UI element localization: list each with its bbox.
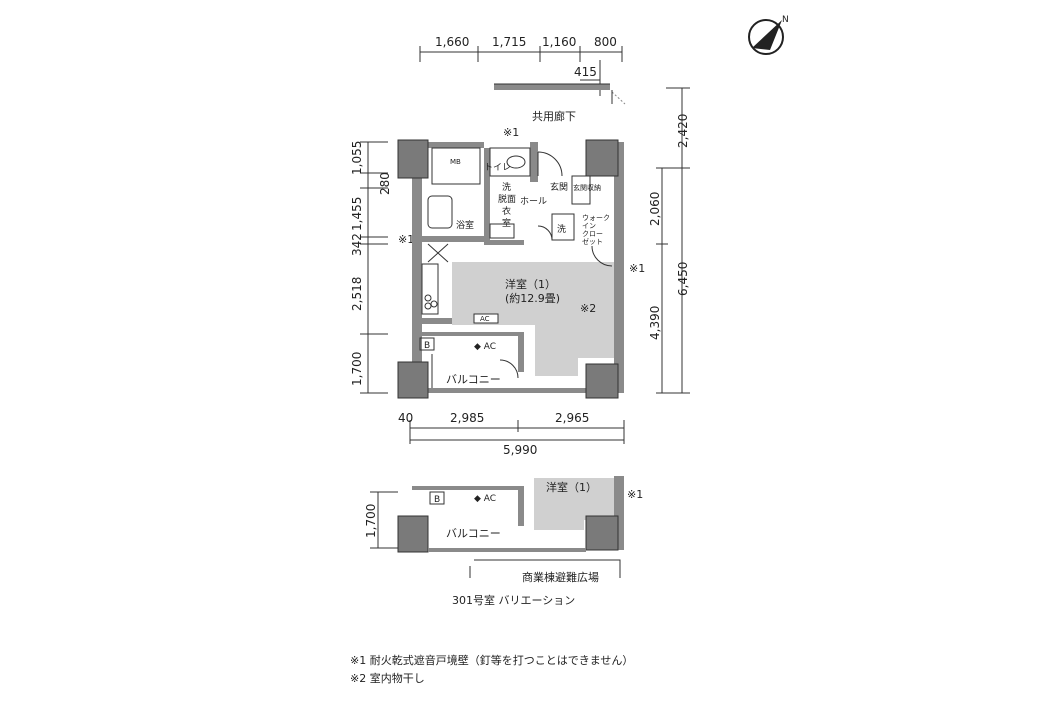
right-dim-4: 4,390 [648, 306, 662, 340]
bottom-dim-3: 2,965 [555, 411, 589, 425]
top-dim-2: 1,715 [492, 35, 526, 49]
left-dim-5: 2,518 [350, 277, 364, 311]
right-dim-3: 6,450 [676, 262, 690, 296]
bathtub-icon [427, 195, 453, 229]
bottom-total-dim: 5,990 [503, 443, 537, 457]
box-b-label: B [424, 341, 430, 351]
top-dim-3: 1,160 [542, 35, 576, 49]
hall-label: ホール [520, 196, 547, 207]
mb-label: MB [450, 158, 461, 166]
bath-label: 浴室 [456, 219, 474, 231]
variation-box-b: B [434, 495, 440, 505]
top-dim-1: 1,660 [435, 35, 469, 49]
western-room-floor [452, 262, 620, 376]
ac-unit-label: ◆ AC [474, 342, 496, 352]
walkin-label-4: ゼット [582, 237, 603, 246]
top-dimensions [419, 46, 623, 96]
plaza-label: 商業棟避難広場 [522, 570, 599, 584]
left-dim-2: 280 [378, 172, 392, 195]
stove-burner-icon [424, 294, 432, 302]
wall-note-right: ※1 [629, 262, 645, 275]
toilet-bowl-icon [506, 155, 526, 169]
left-dimensions [360, 141, 388, 394]
ac-label: AC [480, 315, 490, 323]
walkin-label-2: イン [582, 222, 596, 230]
top-sub-dim: 415 [574, 65, 597, 79]
dressing-label-2: 衣 [502, 205, 511, 217]
toilet-label: トイレ [484, 163, 511, 173]
dressing-label: 脱面 [498, 193, 516, 205]
walkin-label-1: ウォーク [582, 214, 610, 222]
left-dim-4: 342 [350, 233, 364, 256]
bottom-dimensions [409, 420, 625, 444]
shoe-storage-label: 玄関収納 [573, 183, 601, 192]
top-dim-4: 800 [594, 35, 617, 49]
walkin-label-3: クロー [582, 230, 603, 238]
corridor-wall [494, 83, 626, 105]
dressing-label-3: 室 [502, 217, 511, 229]
washer-label: 洗 [557, 223, 566, 235]
north-compass-icon: N [748, 15, 789, 55]
corridor-label: 共用廊下 [532, 109, 576, 123]
right-dim-2: 2,060 [648, 192, 662, 226]
variation-wall-note: ※1 [627, 488, 643, 501]
left-dim-1: 1,055 [350, 141, 364, 175]
stove-burner-icon [424, 302, 432, 310]
note-1: ※1 耐火乾式遮音戸境壁（釘等を打つことはできません） [350, 653, 633, 667]
western-room-label: 洋室（1） [505, 277, 556, 291]
variation-caption: 301号室 バリエーション [452, 593, 575, 607]
entrance-label: 玄関 [550, 181, 568, 193]
western-room-size: (約12.9畳) [505, 291, 560, 305]
left-dim-3: 1,455 [350, 197, 364, 231]
variation-plan: B ◆ AC 洋室（1） バルコニー ※1 商業棟避難広場 [370, 476, 643, 584]
left-dim-6: 1,700 [350, 352, 364, 386]
bottom-dim-2: 2,985 [450, 411, 484, 425]
variation-ac: ◆ AC [474, 494, 496, 504]
right-dimensions [656, 87, 690, 394]
wall-note-top: ※1 [503, 126, 519, 139]
variation-western-label: 洋室（1） [546, 480, 597, 494]
variation-balcony-label: バルコニー [446, 527, 501, 540]
note-2: ※2 室内物干し [350, 671, 425, 685]
svg-text:N: N [782, 15, 789, 25]
drying-mark: ※2 [580, 302, 596, 315]
variation-dim: 1,700 [364, 504, 378, 538]
wash-label: 洗 [502, 181, 511, 193]
wall-note-left: ※1 [398, 233, 414, 246]
right-dim-1: 2,420 [676, 114, 690, 148]
stove-burner-icon [430, 300, 438, 308]
bottom-dim-1: 40 [398, 411, 413, 425]
balcony-label: バルコニー [446, 373, 501, 386]
main-plan: MB トイレ 洗 脱面 衣 室 浴室 玄関 玄関収納 ホール 洗 ウォーク イン… [397, 139, 624, 399]
